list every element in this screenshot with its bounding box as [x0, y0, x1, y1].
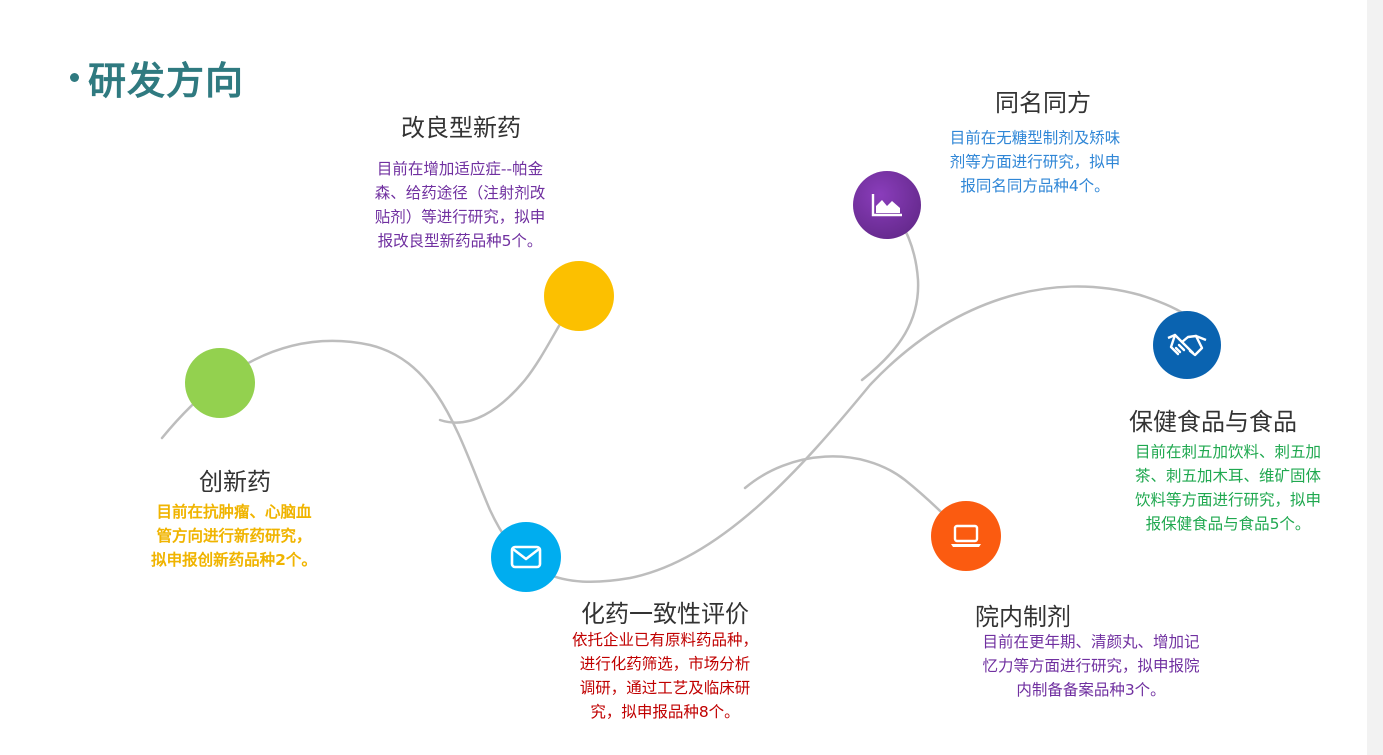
desc-line: 进行化药筛选，市场分析 [579, 655, 751, 673]
page-title-group: 研发方向 [70, 50, 244, 105]
desc-line: 依托企业已有原料药品种， [571, 631, 758, 649]
desc-line: 目前在无糖型制剂及矫味 [949, 129, 1121, 147]
desc-line: 茶、刺五加木耳、维矿固体 [1134, 467, 1321, 485]
desc-line: 报保健食品与食品5个。 [1145, 515, 1311, 533]
heading-innovative: 创新药 [199, 468, 271, 496]
desc-line: 内制备备案品种3个。 [1016, 681, 1166, 699]
desc-line: 报同名同方品种4个。 [960, 177, 1110, 195]
desc-same-name: 目前在无糖型制剂及矫味 剂等方面进行研究，拟申 报同名同方品种4个。 [922, 126, 1148, 198]
desc-line: 调研，通过工艺及临床研 [579, 679, 751, 697]
desc-improved: 目前在增加适应症--帕金 森、给药途径（注射剂改 贴剂）等进行研究，拟申 报改良… [340, 157, 580, 253]
desc-line: 管方向进行新药研究， [156, 527, 312, 545]
desc-line: 饮料等方面进行研究，拟申 [1134, 491, 1321, 509]
desc-line: 目前在增加适应症--帕金 [376, 160, 544, 178]
node-health-circle [1153, 311, 1221, 379]
node-hospital-circle [931, 501, 1001, 571]
title-bullet [70, 73, 79, 82]
heading-improved: 改良型新药 [401, 114, 521, 142]
desc-line: 报改良型新药品种5个。 [377, 232, 543, 250]
area-chart-icon [871, 194, 902, 217]
desc-chemical: 依托企业已有原料药品种， 进行化药筛选，市场分析 调研，通过工艺及临床研 究，拟… [545, 628, 785, 724]
handshake-icon [1167, 333, 1207, 357]
desc-line: 贴剂）等进行研究，拟申 [374, 208, 546, 226]
desc-line: 目前在刺五加饮料、刺五加 [1134, 443, 1321, 461]
node-improved-circle [544, 261, 614, 331]
desc-line: 森、给药途径（注射剂改 [374, 184, 546, 202]
node-chemical-circle [491, 522, 561, 592]
node-same-name-circle [853, 171, 921, 239]
desc-line: 剂等方面进行研究，拟申 [949, 153, 1121, 171]
heading-health: 保健食品与食品 [1129, 408, 1297, 436]
heading-hospital: 院内制剂 [975, 603, 1071, 631]
desc-line: 拟申报创新药品种2个。 [151, 551, 317, 569]
laptop-icon [951, 524, 981, 547]
desc-line: 究，拟申报品种8个。 [590, 703, 740, 721]
desc-health: 目前在刺五加饮料、刺五加 茶、刺五加木耳、维矿固体 饮料等方面进行研究，拟申 报… [1108, 440, 1348, 536]
desc-line: 忆力等方面进行研究，拟申报院 [982, 657, 1200, 675]
envelope-icon [510, 545, 542, 569]
desc-line: 目前在抗肿瘤、心脑血 [156, 503, 312, 521]
page-title: 研发方向 [88, 59, 245, 103]
node-innovative-circle [185, 348, 255, 418]
desc-innovative: 目前在抗肿瘤、心脑血 管方向进行新药研究， 拟申报创新药品种2个。 [128, 500, 340, 572]
desc-line: 目前在更年期、清颜丸、增加记 [982, 633, 1200, 651]
right-edge-strip [1367, 0, 1383, 755]
heading-chemical: 化药一致性评价 [581, 600, 749, 628]
desc-hospital: 目前在更年期、清颜丸、增加记 忆力等方面进行研究，拟申报院 内制备备案品种3个。 [955, 630, 1227, 702]
heading-same-name: 同名同方 [995, 89, 1091, 117]
main-path-curve [160, 285, 1192, 584]
